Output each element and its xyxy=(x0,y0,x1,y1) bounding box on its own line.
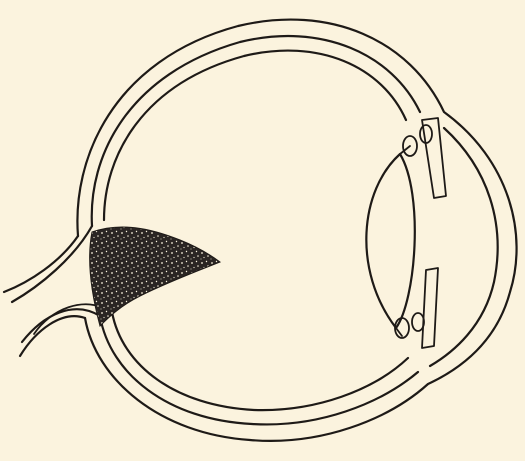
iris-lower xyxy=(422,268,438,348)
cornea-outline xyxy=(430,128,498,366)
optic-nerve-lower-outer xyxy=(20,316,85,356)
optic-disc-lesion xyxy=(90,227,220,326)
iris-upper xyxy=(422,118,446,198)
ciliary-body-lower-b xyxy=(412,313,424,331)
lens-outline xyxy=(366,154,414,328)
